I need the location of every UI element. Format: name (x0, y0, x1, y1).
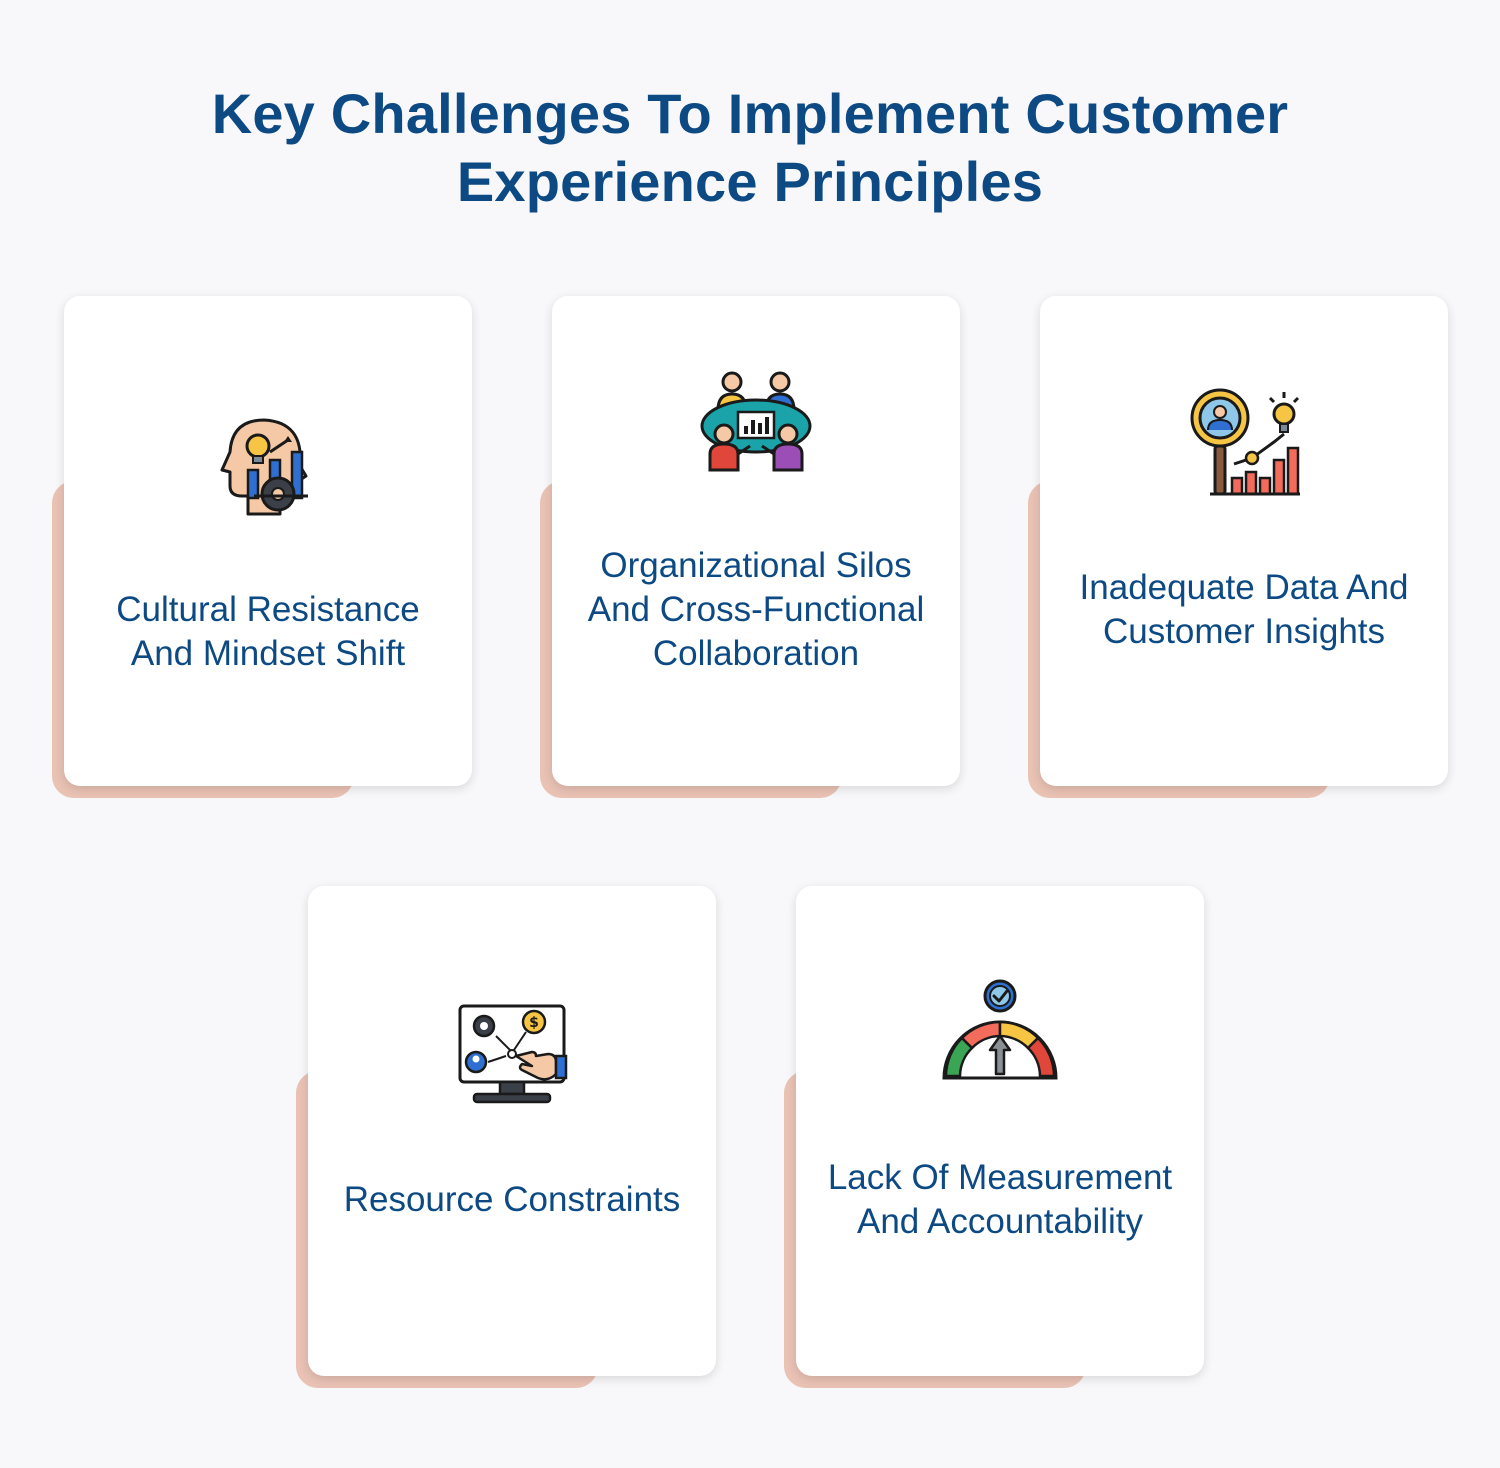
card-body: Organizational Silos And Cross-Functiona… (552, 296, 960, 786)
gauge-check-icon (940, 978, 1060, 1098)
card-label: Inadequate Data And Customer Insights (1079, 568, 1409, 651)
card-label: Resource Constraints (343, 1180, 681, 1219)
magnifier-analytics-icon (1184, 384, 1304, 504)
card-label: Lack Of Measurement And Accountability (827, 1158, 1173, 1241)
challenge-card-resource-constraints: $ Resource Constraints (296, 886, 716, 1388)
monitor-resources-icon: $ (452, 996, 572, 1116)
challenge-card-measurement-accountability: Lack Of Measurement And Accountability (784, 886, 1204, 1388)
card-body: $ Resource Constraints (308, 886, 716, 1376)
card-label: Organizational Silos And Cross-Functiona… (587, 546, 925, 673)
svg-text:$: $ (529, 1015, 539, 1031)
card-body: Inadequate Data And Customer Insights (1040, 296, 1448, 786)
card-body: Cultural Resistance And Mindset Shift (64, 296, 472, 786)
page-title: Key Challenges To Implement Customer Exp… (0, 80, 1500, 216)
page-title-line-2: Experience Principles (456, 150, 1044, 213)
challenge-card-organizational-silos: Organizational Silos And Cross-Functiona… (540, 296, 960, 798)
challenge-card-cultural-resistance: Cultural Resistance And Mindset Shift (52, 296, 472, 798)
team-meeting-icon (696, 364, 816, 484)
head-gear-idea-icon (208, 406, 328, 526)
challenge-card-inadequate-data: Inadequate Data And Customer Insights (1028, 296, 1448, 798)
page-title-line-1: Key Challenges To Implement Customer (211, 82, 1289, 145)
card-label: Cultural Resistance And Mindset Shift (116, 590, 420, 673)
card-body: Lack Of Measurement And Accountability (796, 886, 1204, 1376)
